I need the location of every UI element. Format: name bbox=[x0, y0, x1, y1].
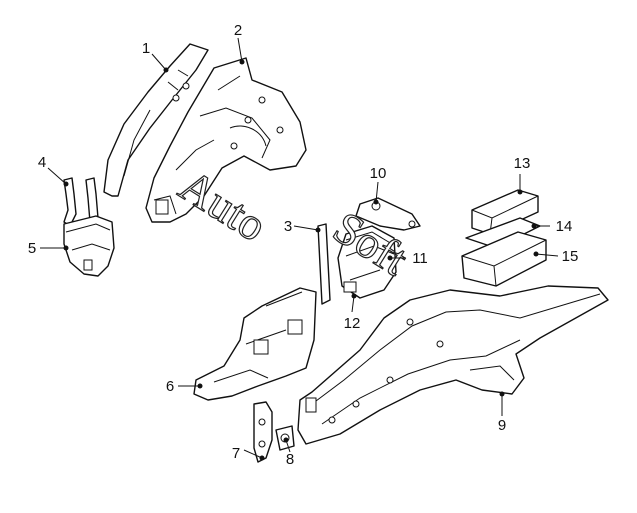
part-7-bracket bbox=[253, 401, 273, 463]
callout-14: 14 bbox=[556, 218, 573, 235]
callout-2: 2 bbox=[234, 22, 242, 39]
callout-11: 11 bbox=[412, 250, 428, 267]
leader-lines bbox=[40, 37, 559, 459]
part-5-reservoir bbox=[63, 215, 115, 277]
callout-10: 10 bbox=[370, 165, 387, 182]
callout-13: 13 bbox=[514, 155, 531, 172]
callout-15: 15 bbox=[562, 248, 579, 265]
callout-4: 4 bbox=[38, 154, 46, 171]
callout-3: 3 bbox=[284, 218, 292, 235]
callout-6: 6 bbox=[166, 378, 174, 395]
part-2-wheelhouse bbox=[145, 57, 307, 223]
callout-7: 7 bbox=[232, 445, 240, 462]
part-9-side-member bbox=[297, 285, 609, 445]
part-6-apron bbox=[193, 287, 317, 401]
callout-12: 12 bbox=[344, 315, 361, 332]
leader-dots bbox=[63, 59, 539, 461]
callout-9: 9 bbox=[498, 417, 506, 434]
part-15-box-lower bbox=[461, 231, 547, 287]
part-10-mount bbox=[355, 197, 421, 231]
part-1-inner-panel bbox=[103, 43, 209, 197]
part-11-support bbox=[337, 225, 397, 299]
callout-5: 5 bbox=[28, 240, 36, 257]
callout-8: 8 bbox=[286, 451, 294, 468]
callout-1: 1 bbox=[142, 40, 150, 57]
part-3-strip bbox=[317, 223, 331, 305]
callout-labels: 1 2 3 4 5 6 7 8 9 10 11 12 13 14 15 bbox=[28, 22, 579, 468]
